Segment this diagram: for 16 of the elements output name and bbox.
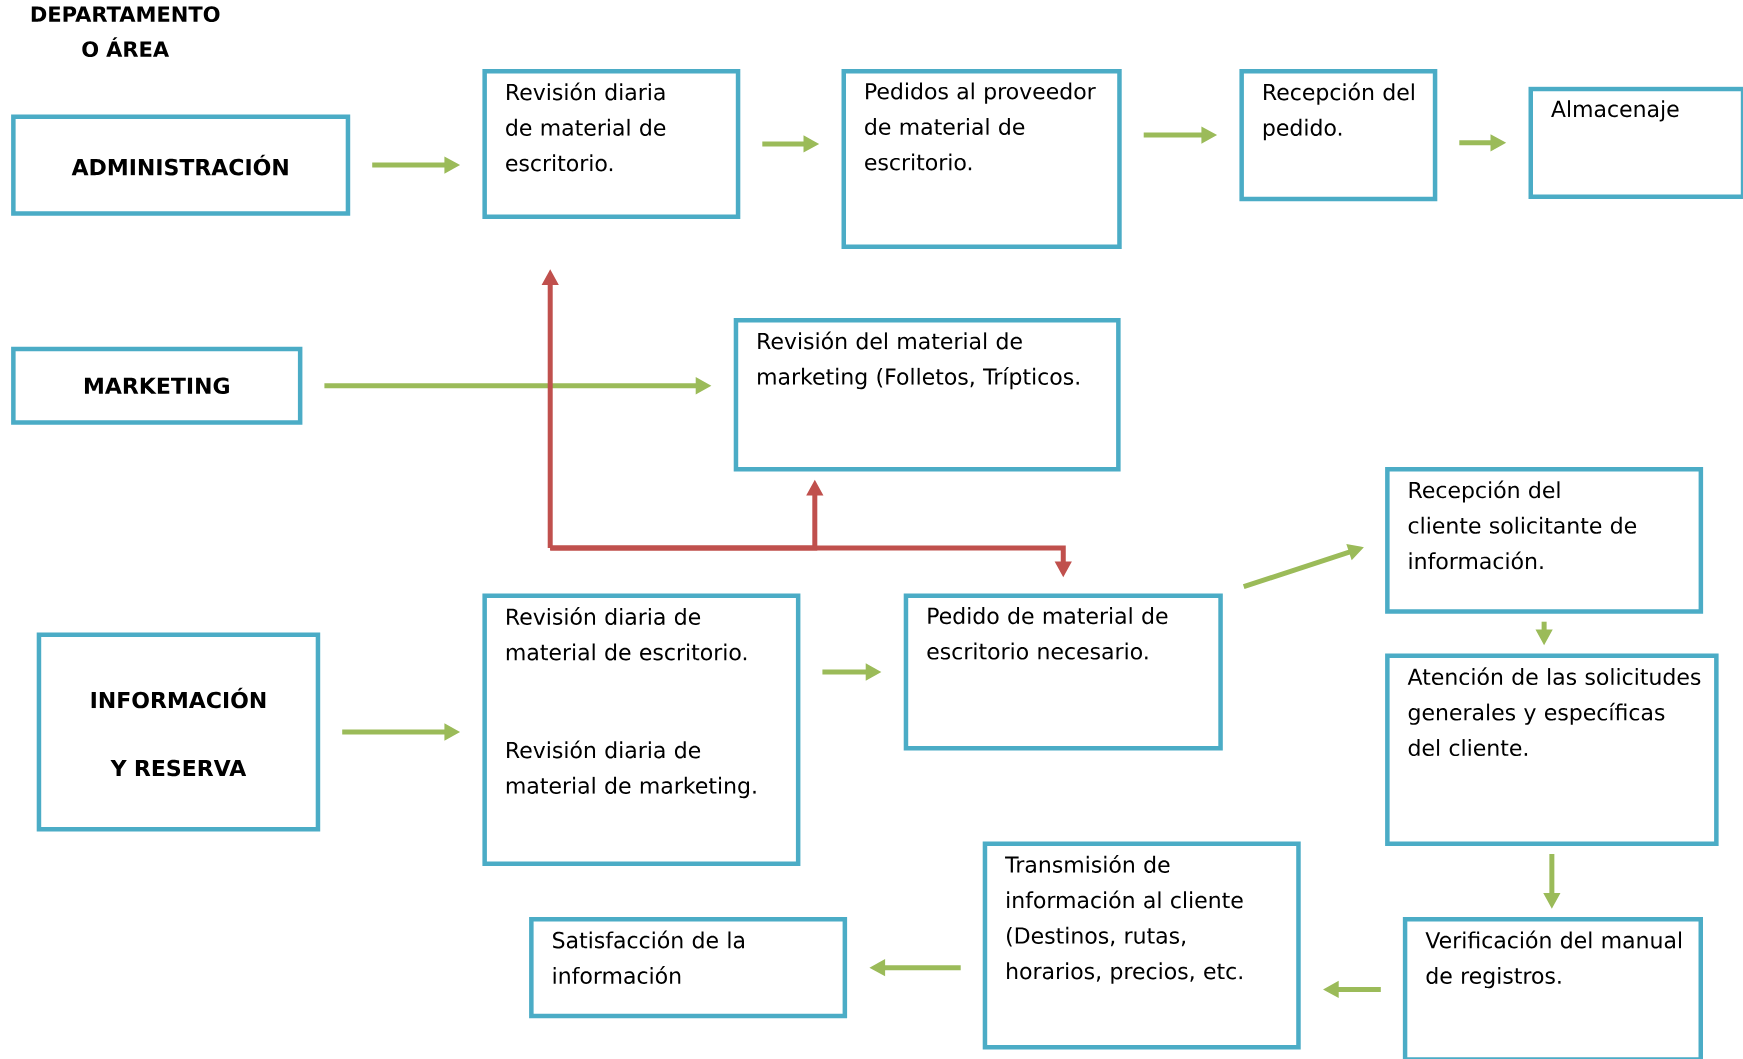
process-box: Pedido de material de escritorio necesario. — [903, 593, 1223, 751]
process-box: Transmisión de información al cliente (Destinos, rutas, horarios, precios, etc. — [982, 841, 1301, 1050]
heading: DEPARTAMENTO O ÁREA — [31, 6, 220, 58]
process-box: Revisión del material de marketing (Folletos, Trípticos. — [733, 317, 1121, 472]
process-box: Atención de las solicitudes generales y específicas del cliente. — [1385, 653, 1719, 846]
process-box: Pedidos al proveedor de material de escritorio. — [841, 68, 1122, 249]
department-box: INFORMACIÓN Y RESERVA — [36, 632, 321, 832]
process-box: Verificación del manual de registros. — [1402, 917, 1703, 1059]
process-box: Revisión diaria de material de escritorio. Revisión diaria de material de marketing. — [482, 593, 801, 866]
process-box: Satisfacción de la información — [529, 917, 848, 1019]
process-box: Almacenaje — [1528, 86, 1743, 199]
department-box: ADMINISTRACIÓN — [11, 114, 351, 216]
process-box: Recepción del pedido. — [1239, 68, 1438, 202]
department-box: MARKETING — [11, 346, 303, 425]
process-box: Revisión diaria de material de escritorio. — [482, 68, 741, 219]
process-box: Recepción del cliente solicitante de información. — [1385, 466, 1704, 614]
